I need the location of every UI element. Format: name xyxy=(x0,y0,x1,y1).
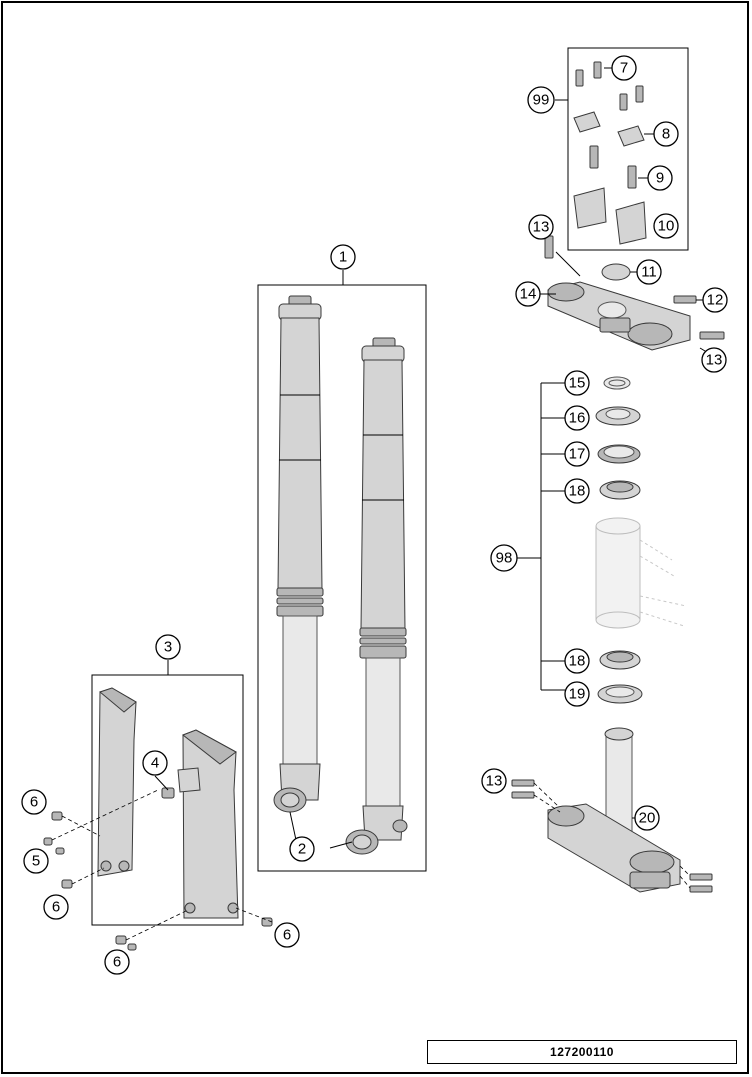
protector-screws xyxy=(43,811,273,951)
svg-text:7: 7 xyxy=(620,60,628,77)
callout-99: 99 xyxy=(527,86,555,114)
callout-6a: 6 xyxy=(21,789,47,815)
svg-text:9: 9 xyxy=(656,170,664,187)
callout-6d: 6 xyxy=(104,949,130,975)
svg-text:99: 99 xyxy=(533,92,550,109)
lower-clamp-dashed xyxy=(533,782,691,889)
svg-text:18: 18 xyxy=(569,483,586,500)
callout-18-bottom: 18 xyxy=(564,648,590,674)
svg-text:16: 16 xyxy=(569,410,586,427)
svg-text:6: 6 xyxy=(113,954,121,971)
svg-text:6: 6 xyxy=(283,927,291,944)
callout-16: 16 xyxy=(564,405,590,431)
lower-triple-clamp-part xyxy=(511,727,713,893)
svg-text:13: 13 xyxy=(533,219,550,236)
upper-triple-clamp-part xyxy=(544,235,725,351)
svg-text:11: 11 xyxy=(641,264,657,281)
fork-protector-right xyxy=(181,729,239,919)
callout-15: 15 xyxy=(564,370,590,396)
frame-head-tube-ghost xyxy=(595,517,687,629)
callout-6b: 6 xyxy=(43,894,69,920)
svg-text:1: 1 xyxy=(339,249,347,266)
fork-protector-left xyxy=(97,687,137,877)
callout-11: 11 xyxy=(636,259,662,285)
fork-leg-left xyxy=(273,295,324,813)
callout-5: 5 xyxy=(23,848,49,874)
callout-12: 12 xyxy=(702,287,728,313)
leader-4 xyxy=(154,775,169,791)
document-number-box: 127200110 xyxy=(427,1040,737,1064)
svg-text:8: 8 xyxy=(662,126,670,143)
callout-13-right: 13 xyxy=(701,347,727,373)
svg-text:12: 12 xyxy=(707,292,724,309)
callout-2: 2 xyxy=(289,836,315,862)
svg-text:15: 15 xyxy=(569,375,586,392)
callout-6c: 6 xyxy=(274,922,300,948)
kit-98-bracket xyxy=(517,382,565,691)
callout-17: 17 xyxy=(564,441,590,467)
callout-14: 14 xyxy=(515,281,541,307)
svg-text:14: 14 xyxy=(520,286,537,303)
handlebar-clamp-parts xyxy=(573,61,647,245)
svg-text:3: 3 xyxy=(164,639,172,656)
callout-3: 3 xyxy=(155,634,181,660)
callout-20: 20 xyxy=(634,805,660,831)
fork-leg-right xyxy=(345,337,408,855)
svg-text:19: 19 xyxy=(569,686,586,703)
svg-text:6: 6 xyxy=(52,899,60,916)
leader-2b xyxy=(329,841,353,849)
callout-13-top: 13 xyxy=(528,214,554,240)
document-number: 127200110 xyxy=(550,1045,614,1059)
steering-head-parts xyxy=(595,376,643,704)
cable-guide-part xyxy=(161,767,201,799)
fork-group-box xyxy=(257,284,427,872)
svg-text:13: 13 xyxy=(706,352,723,369)
svg-text:6: 6 xyxy=(30,794,38,811)
svg-text:13: 13 xyxy=(486,773,503,790)
svg-text:17: 17 xyxy=(569,446,586,463)
svg-text:10: 10 xyxy=(658,218,675,235)
callout-98: 98 xyxy=(490,544,518,572)
svg-text:4: 4 xyxy=(151,755,159,772)
callout-4: 4 xyxy=(142,750,168,776)
callout-1: 1 xyxy=(330,244,356,270)
handlebar-clamp-group-box xyxy=(567,47,689,251)
svg-text:98: 98 xyxy=(496,550,513,567)
callout-9: 9 xyxy=(647,165,673,191)
leader-2a xyxy=(289,811,297,841)
protector-dashed-lines xyxy=(51,789,273,941)
callout-10: 10 xyxy=(653,213,679,239)
callout-7: 7 xyxy=(611,55,637,81)
svg-text:20: 20 xyxy=(639,810,656,827)
svg-text:18: 18 xyxy=(569,653,586,670)
callout-18-top: 18 xyxy=(564,478,590,504)
callout-19: 19 xyxy=(564,681,590,707)
callout-8: 8 xyxy=(653,121,679,147)
svg-text:2: 2 xyxy=(298,841,306,858)
svg-text:5: 5 xyxy=(32,853,40,870)
callout-13-bottom: 13 xyxy=(481,768,507,794)
